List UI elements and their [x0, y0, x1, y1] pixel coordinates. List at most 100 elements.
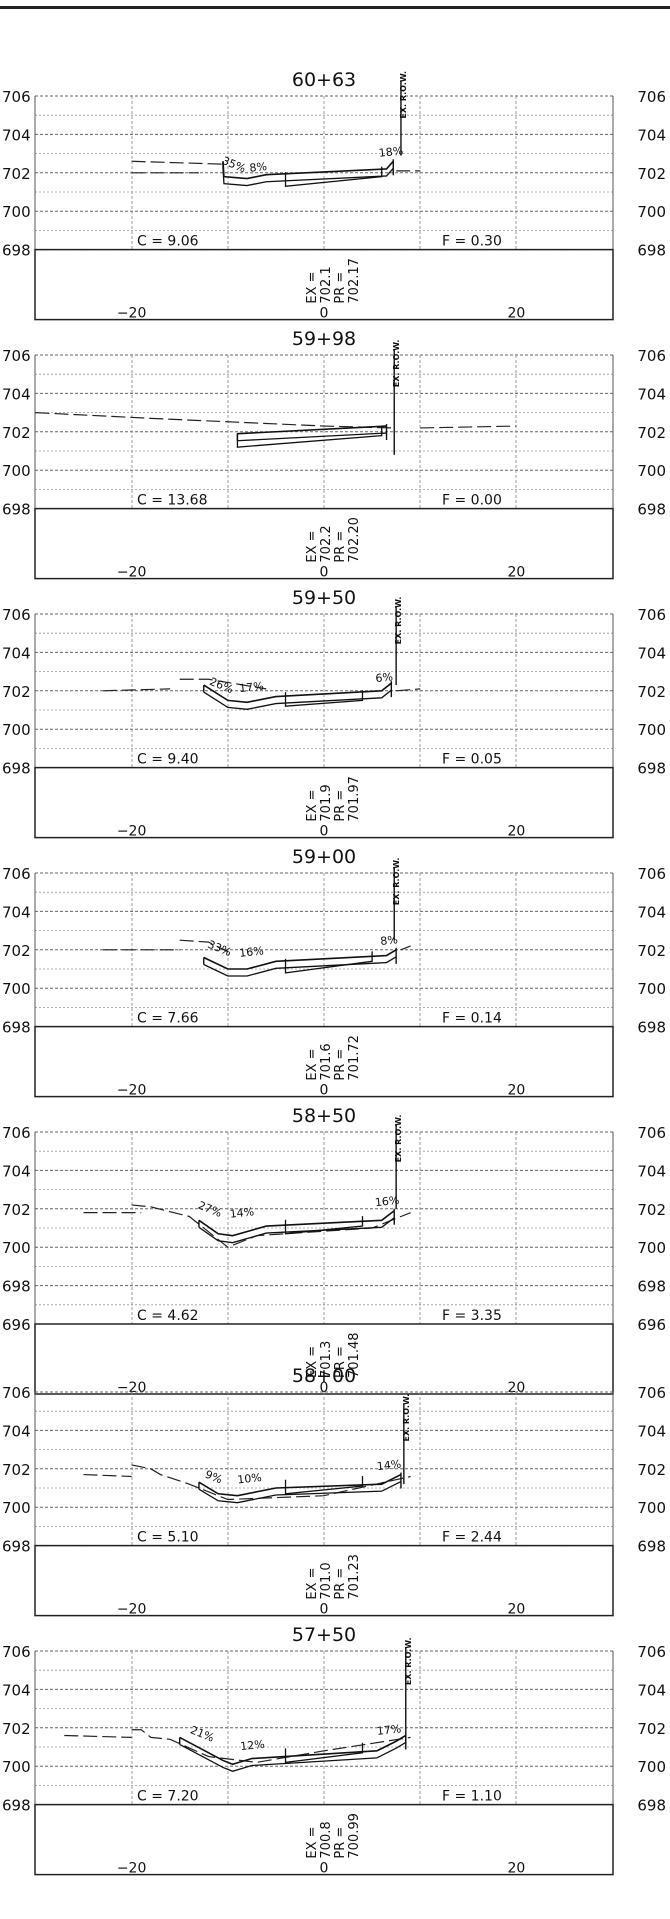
elevation-label: 698 — [2, 1797, 31, 1815]
row-marker-label: EX. R.O.W. — [402, 1394, 411, 1442]
sheet-border-top — [0, 6, 670, 9]
elevation-label: 698 — [2, 1278, 31, 1296]
fill-value: F = 3.35 — [442, 1308, 502, 1324]
proposed-surface-line — [203, 949, 397, 970]
elevation-label: 700 — [2, 721, 31, 739]
row-marker-label: EX. R.O.W. — [404, 1637, 413, 1685]
elevation-label: 704 — [637, 385, 666, 403]
slope-label: 10% — [237, 1471, 263, 1486]
elevation-label: 698 — [637, 1278, 666, 1296]
elevation-label: 698 — [637, 760, 666, 778]
elevation-label: 700 — [637, 1239, 666, 1257]
fill-value: F = 2.44 — [442, 1530, 502, 1546]
elevation-label: 704 — [637, 644, 666, 662]
elevation-label: 700 — [2, 980, 31, 998]
slope-label: 8% — [380, 933, 399, 948]
existing-ground-line — [400, 945, 411, 951]
pr-value: 701.72 — [347, 1035, 362, 1081]
elevation-label: 698 — [2, 1019, 31, 1037]
row-marker-label: EX. R.O.W. — [392, 858, 401, 906]
slope-label: 8% — [249, 160, 268, 175]
slope-label: 9% — [203, 1468, 224, 1487]
elevation-label: 700 — [2, 1499, 31, 1517]
elevation-label: 702 — [637, 683, 666, 701]
existing-ground-line — [131, 160, 224, 165]
elevation-label: 698 — [2, 760, 31, 778]
elevation-label: 702 — [2, 165, 31, 183]
cut-value: C = 9.06 — [137, 234, 199, 250]
info-box — [34, 507, 614, 580]
elevation-label: 700 — [637, 1758, 666, 1776]
station-label: 59+98 — [292, 328, 356, 350]
pr-label: PR = — [333, 1827, 348, 1859]
row-marker: EX. R.O.W. — [392, 858, 401, 906]
elevation-label: 702 — [2, 683, 31, 701]
offset-tick-label: 20 — [507, 824, 525, 840]
elevation-label: 704 — [2, 1681, 31, 1699]
offset-tick-label: 0 — [320, 824, 329, 840]
cut-value: C = 4.62 — [137, 1308, 199, 1324]
row-marker: EX. R.O.W. — [402, 1394, 411, 1442]
proposed-surface-line — [179, 1734, 407, 1766]
proposed-surface-line — [237, 425, 387, 435]
cut-value: C = 5.10 — [137, 1530, 199, 1546]
slope-label: 14% — [229, 1205, 255, 1220]
ex-label: EX = — [305, 530, 320, 562]
station-label: 58+00 — [292, 1365, 356, 1387]
elevation-label: 696 — [637, 1316, 666, 1334]
slope-label: 33% — [206, 938, 234, 959]
pr-value: 700.99 — [347, 1813, 362, 1859]
pr-label: PR = — [333, 531, 348, 563]
ex-label: EX = — [305, 1346, 320, 1378]
elevation-label: 706 — [637, 1643, 666, 1661]
base-course-outline — [284, 951, 373, 974]
offset-tick-label: −20 — [117, 1083, 147, 1099]
row-marker: EX. R.O.W. — [394, 597, 403, 645]
offset-tick-label: 20 — [507, 1380, 525, 1396]
offset-tick-label: −20 — [117, 1380, 147, 1396]
elevation-label: 706 — [2, 88, 31, 106]
existing-ground-line — [64, 1734, 132, 1738]
ex-value: 702.2 — [319, 525, 334, 562]
ex-value: 701.9 — [319, 784, 334, 821]
base-course-outline — [236, 425, 383, 448]
elevation-label: 700 — [2, 1239, 31, 1257]
elevation-label: 704 — [2, 903, 31, 921]
slope-label: 27% — [196, 1199, 224, 1220]
slope-label: 26% — [208, 675, 236, 696]
slope-label: 12% — [240, 1738, 266, 1753]
offset-tick-label: 20 — [507, 1602, 525, 1618]
fill-value: F = 0.00 — [442, 493, 502, 509]
elevation-label: 706 — [2, 606, 31, 624]
elevation-label: 696 — [2, 1316, 31, 1334]
row-marker: EX. R.O.W. — [394, 1115, 403, 1163]
elevation-label: 704 — [2, 126, 31, 144]
elevation-label: 702 — [637, 165, 666, 183]
info-box — [34, 1025, 614, 1098]
ex-value: 701.6 — [319, 1043, 334, 1080]
proposed-subgrade-line — [203, 956, 397, 977]
existing-ground-line — [179, 939, 229, 953]
offset-tick-label: 0 — [320, 1380, 329, 1396]
offset-tick-label: 0 — [320, 306, 329, 322]
offset-tick-label: −20 — [117, 306, 147, 322]
row-marker: EX. R.O.W. — [404, 1637, 413, 1685]
elevation-label: 700 — [637, 1499, 666, 1517]
station-label: 59+00 — [292, 846, 356, 868]
row-marker-label: EX. R.O.W. — [399, 71, 408, 119]
proposed-surface-line — [198, 1473, 402, 1497]
proposed-surface-line — [198, 1210, 395, 1237]
existing-ground-line — [83, 1473, 132, 1478]
existing-ground-line — [131, 1464, 411, 1501]
elevation-label: 706 — [637, 1124, 666, 1142]
elevation-label: 704 — [637, 1681, 666, 1699]
existing-ground-line — [131, 1729, 411, 1763]
